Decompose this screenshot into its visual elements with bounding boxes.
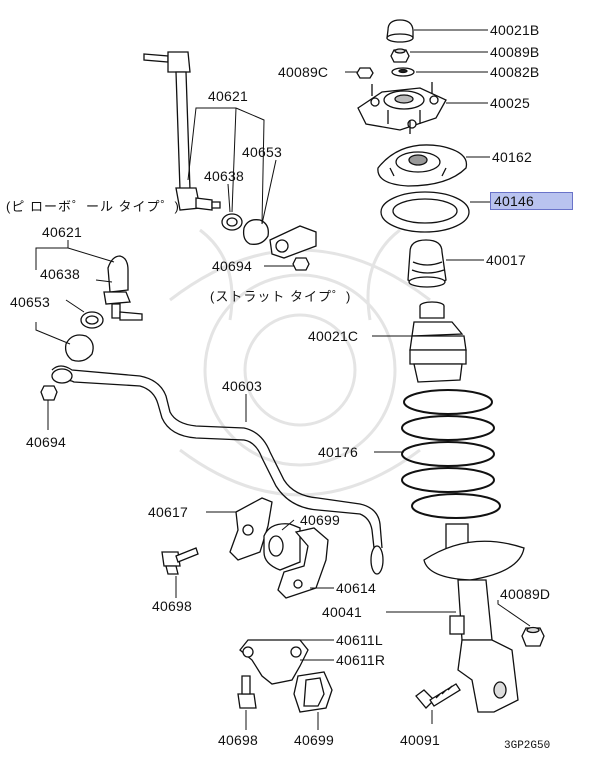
nut-40694-top [292,257,310,271]
part-label-40653-left[interactable]: 40653 [10,294,50,310]
washer-40082b [391,67,415,77]
diagram-code: 3GP2G50 [504,740,551,752]
part-label-40091[interactable]: 40091 [400,732,440,748]
part-label-40694-left[interactable]: 40694 [26,434,66,450]
part-label-40638-top[interactable]: 40638 [204,168,244,184]
part-label-40146-highlighted[interactable]: 40146 [490,192,573,210]
nut-40089d [521,626,545,647]
bolt-40091 [415,683,461,709]
strut-assembly-40041 [423,523,525,713]
part-label-40176[interactable]: 40176 [318,444,358,460]
strut-type-note: (ストラット タイプ゜) [210,289,352,304]
part-label-40089c[interactable]: 40089C [278,64,329,80]
part-label-40603[interactable]: 40603 [222,378,262,394]
part-label-40653-top[interactable]: 40653 [242,144,282,160]
part-label-40698-bottom[interactable]: 40698 [218,732,258,748]
bushing-40699-mid [263,523,301,571]
part-label-40025[interactable]: 40025 [490,95,530,111]
part-label-40082b[interactable]: 40082B [490,64,540,80]
part-label-40017[interactable]: 40017 [486,252,526,268]
pillow-ball-type-note: (ピ ローボ゜ール タイプ゜) [6,199,180,214]
bushing-40653-left [64,334,94,362]
stabilizer-bar-40603 [51,365,384,575]
nut-40089b [390,48,410,63]
washer-40638-left [80,311,104,329]
part-label-40611l[interactable]: 40611L [336,632,383,648]
coil-spring-40176 [401,389,501,519]
part-label-40162[interactable]: 40162 [492,149,532,165]
part-label-40614[interactable]: 40614 [336,580,376,596]
part-label-40621-left[interactable]: 40621 [42,224,82,240]
part-label-40699-bottom[interactable]: 40699 [294,732,334,748]
bracket-40611 [239,639,309,685]
part-label-40089d[interactable]: 40089D [500,586,551,602]
dust-cover-40021c [409,301,467,383]
insulator-40146 [380,191,470,233]
part-label-40638-left[interactable]: 40638 [40,266,80,282]
leader-lines [35,29,531,730]
nut-40089c [356,67,374,79]
bump-stopper-40017 [407,239,447,288]
bracket-40614 [277,527,329,599]
bump-rubber-40021b [386,19,414,43]
bolt-40698-bottom [237,675,257,709]
bushing-40653-top [242,219,269,245]
part-label-40021b[interactable]: 40021B [490,22,540,38]
bushing-40699-bottom [293,671,333,713]
part-label-40041[interactable]: 40041 [322,604,362,620]
washer-40638-top [221,213,243,231]
part-label-40621-top[interactable]: 40621 [208,88,248,104]
part-label-40089b[interactable]: 40089B [490,44,540,60]
stabilizer-link-40621-left [103,255,143,321]
spring-seat-40162 [377,144,468,187]
stabilizer-link-40621-top [143,51,221,211]
bolt-40698-left [161,547,199,575]
part-label-40699-mid[interactable]: 40699 [300,512,340,528]
part-label-40611r[interactable]: 40611R [336,652,386,668]
strut-bracket-top [269,225,317,259]
part-label-40694-top[interactable]: 40694 [212,258,252,274]
strut-mount-40025 [357,82,447,134]
part-label-40617[interactable]: 40617 [148,504,188,520]
part-label-40698-left[interactable]: 40698 [152,598,192,614]
part-label-40021c[interactable]: 40021C [308,328,359,344]
nut-40694-left [40,385,58,401]
bracket-40617 [229,497,273,561]
